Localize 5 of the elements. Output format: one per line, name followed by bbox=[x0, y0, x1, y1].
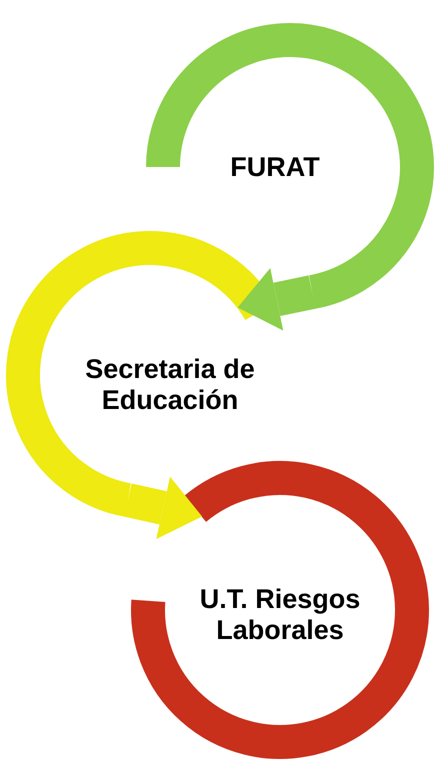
node-label: Secretaria de Educación bbox=[84, 353, 256, 416]
arrow bbox=[124, 476, 202, 540]
arrow bbox=[238, 268, 316, 331]
node-label: U.T. Riesgos Laborales bbox=[198, 583, 362, 646]
node-label: FURAT bbox=[229, 152, 321, 182]
